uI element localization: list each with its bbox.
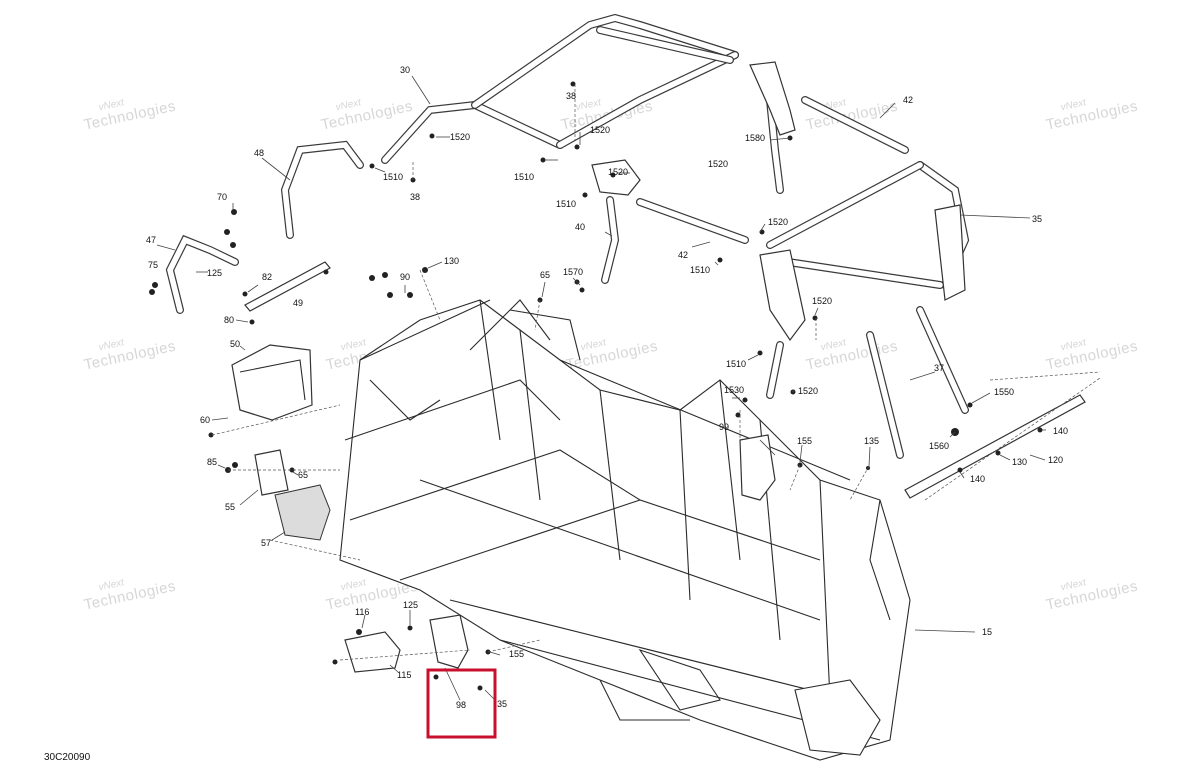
callout-label: 98 [456,700,466,710]
callout-label: 85 [207,457,217,467]
callout-label: 42 [903,95,913,105]
callout-label: 125 [207,268,222,278]
callout-label: 47 [146,235,156,245]
callout-label: 1520 [450,132,470,142]
callout-label: 1510 [514,172,534,182]
rear-rail [904,371,1101,501]
watermark-line1: vNext [1060,577,1088,593]
callout-label: 1520 [768,217,788,227]
callout-label: 1520 [608,167,628,177]
watermark-line2: Technologies [1044,98,1139,134]
callout-label: 40 [575,222,585,232]
callout-label: 140 [1053,426,1068,436]
document-code: 30C20090 [44,752,91,763]
watermark-line1: vNext [335,97,363,113]
watermark-line2: Technologies [319,98,414,134]
callout-label: 1550 [994,387,1014,397]
callout-label: 1510 [556,199,576,209]
callout-label: 1510 [690,265,710,275]
bracket-99 [739,434,776,501]
highlight-box-part-98 [426,668,497,739]
callout-label: 125 [403,600,418,610]
callout-label: 35 [497,699,507,709]
watermark-line2: Technologies [1044,578,1139,614]
callout-label: 135 [864,436,879,446]
watermark-line2: Technologies [82,338,177,374]
callout-label: 82 [262,272,272,282]
callout-label: 50 [230,339,240,349]
callout-label: 115 [397,670,411,680]
watermark-line1: vNext [1060,337,1088,353]
watermark-line1: vNext [820,337,848,353]
callout-label: 1530 [724,385,744,395]
watermark-line1: vNext [580,337,608,353]
callout-label: 15 [982,627,992,637]
watermark-line2: Technologies [82,578,177,614]
callout-label: 1520 [590,125,610,135]
callout-label: 37 [934,363,944,373]
callout-label: 55 [225,502,235,512]
callout-label: 1580 [745,133,765,143]
watermark-line1: vNext [98,337,126,353]
watermark-line1: vNext [340,337,368,353]
watermark-line1: vNext [98,577,126,593]
watermark-line2: Technologies [1044,338,1139,374]
callout-label: 140 [970,474,985,484]
watermark-line1: vNext [340,577,368,593]
callout-label: 155 [797,436,812,446]
callout-label: 130 [1012,457,1027,467]
callout-label: 80 [224,315,234,325]
callout-label: 30 [400,65,410,75]
callout-label: 38 [410,192,420,202]
watermark-line1: vNext [98,97,126,113]
roof-structure [381,13,970,459]
fasteners [149,81,1043,691]
callout-label: 120 [1048,455,1063,465]
callout-label: 1520 [812,296,832,306]
callout-label: 1520 [708,159,728,169]
callout-label: 65 [540,270,550,280]
watermark-line2: Technologies [804,338,899,374]
callout-label: 75 [148,260,158,270]
callout-label: 90 [400,272,410,282]
watermark-line2: Technologies [82,98,177,134]
callout-label: 1510 [726,359,746,369]
callout-label: 1560 [929,441,949,451]
watermark-line1: vNext [1060,97,1088,113]
callout-label: 1570 [563,267,583,277]
callout-label: 1510 [383,172,403,182]
callout-label: 48 [254,148,264,158]
callout-label: 57 [261,538,271,548]
callout-label: 35 [1032,214,1042,224]
callout-label: 70 [217,192,227,202]
callout-label: 1520 [798,386,818,396]
main-chassis-frame [339,299,911,761]
callout-label: 49 [293,298,303,308]
callout-label: 42 [678,250,688,260]
left-side-parts [165,140,469,673]
watermark-line1: vNext [575,97,603,113]
callout-label: 38 [566,91,576,101]
callout-label: 65 [298,470,308,480]
callout-label: 60 [200,415,210,425]
leader-lines [156,75,1046,701]
callout-label: 155 [509,649,524,659]
callout-label: 116 [355,607,369,617]
callout-label: 99 [719,422,729,432]
callout-label: 130 [444,256,459,266]
